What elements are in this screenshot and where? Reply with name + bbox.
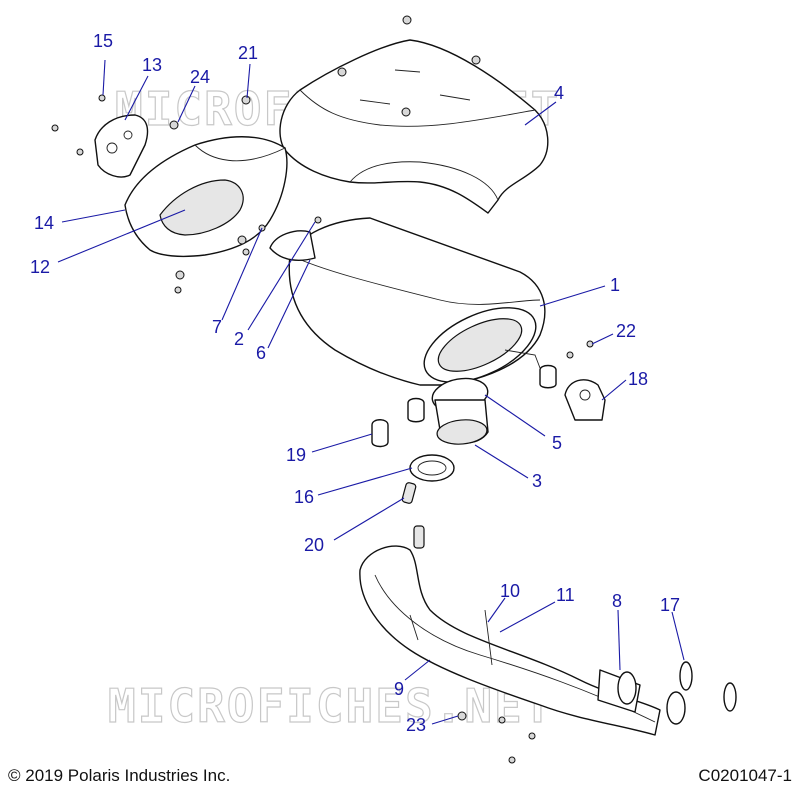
tip-gaskets [679,661,737,712]
callout-22: 22 [616,321,637,341]
fasteners [51,15,594,764]
heat-shield-upper [279,39,549,214]
callout-9: 9 [394,679,405,699]
heat-shield-left [124,136,288,258]
callout-18: 18 [628,369,649,389]
muffler-body [269,217,546,386]
leader-lines [57,59,685,725]
callout-13: 13 [142,55,163,75]
callout-12: 12 [30,257,51,277]
figure-code: C0201047-1 [698,766,792,785]
callout-15: 15 [93,31,114,51]
copyright-text: © 2019 Polaris Industries Inc. [8,766,231,785]
callout-23: 23 [406,715,427,735]
tailpipe-assembly [359,545,686,736]
callout-20: 20 [304,535,325,555]
watermark-bottom: MICROFICHES.NET [108,679,553,733]
callout-7: 7 [212,317,223,337]
callout-4: 4 [554,83,565,103]
callout-8: 8 [612,591,623,611]
callout-3: 3 [532,471,543,491]
callout-5: 5 [552,433,563,453]
callout-1: 1 [610,275,621,295]
callout-10: 10 [500,581,521,601]
callout-24: 24 [190,67,211,87]
gasket-ring [409,454,455,482]
callout-16: 16 [294,487,315,507]
springs [401,482,425,549]
callout-11: 11 [556,585,575,605]
callout-14: 14 [34,213,55,233]
outlet-coupler [431,377,489,445]
callout-2: 2 [234,329,245,349]
callout-6: 6 [256,343,267,363]
mount-bracket [94,114,149,178]
callout-19: 19 [286,445,307,465]
hanger-bracket [564,379,606,421]
isolators [371,364,557,448]
callout-21: 21 [238,43,259,63]
callout-17: 17 [660,595,681,615]
